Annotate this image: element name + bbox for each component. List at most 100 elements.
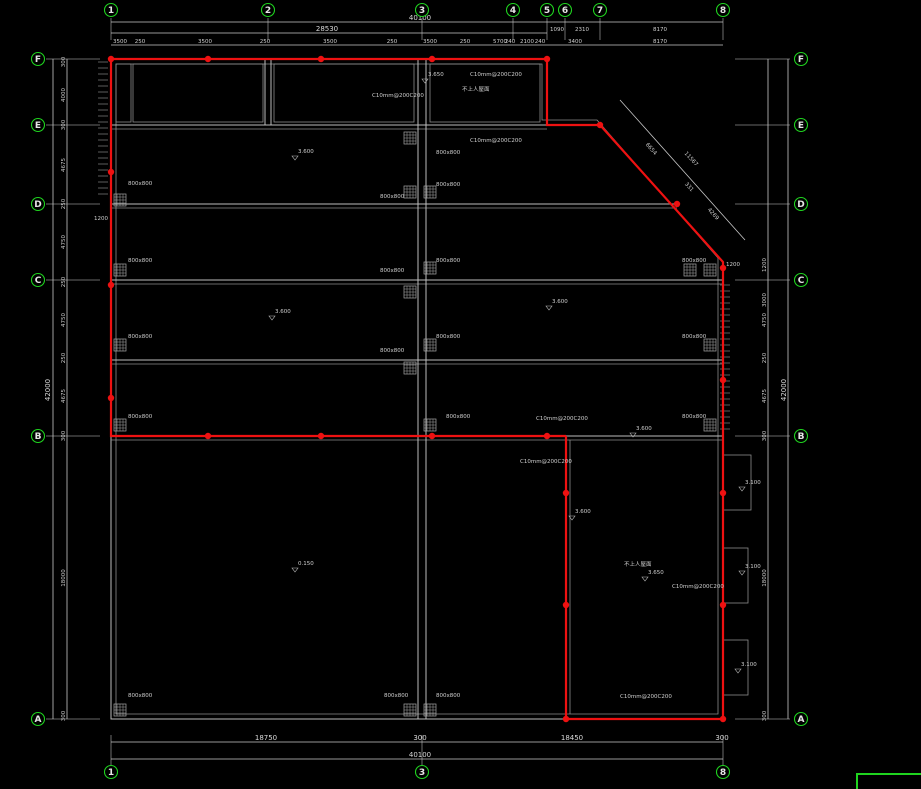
dim-top-row1: 2100 (520, 39, 534, 45)
grid-bubble-label: 2 (265, 6, 271, 16)
facade-bay (722, 547, 749, 604)
grid-bubble-label: B (35, 432, 42, 442)
column-size-label: 800x800 (128, 181, 153, 187)
elevation-triangle (738, 570, 746, 576)
elevation-triangle (568, 515, 576, 521)
column-hatch (703, 418, 717, 432)
red-node (107, 394, 115, 402)
grid-bubble-bottom-1: 1 (103, 764, 119, 780)
red-node (719, 376, 727, 384)
grid-bubble-circle (793, 272, 809, 288)
grid-bubble-circle (30, 711, 46, 727)
dim-bottom-seg: 18750 (255, 734, 277, 742)
red-node (543, 55, 551, 63)
column-hatch (113, 338, 127, 352)
column-size-label: 800x800 (380, 268, 405, 274)
elevation-triangle (629, 432, 637, 438)
column-size-label: 800x800 (128, 693, 153, 699)
dim-right-overall: 42000 (780, 379, 788, 401)
elevation-triangle (291, 567, 299, 573)
grid-bubble-label: 5 (544, 6, 550, 16)
column-size-label: 800x800 (384, 693, 409, 699)
grid-bubble-label: D (34, 200, 41, 210)
red-node (317, 55, 325, 63)
red-node (204, 432, 212, 440)
elevation-triangle (268, 315, 276, 321)
dim-1200-left: 1200 (94, 216, 108, 222)
grid-bubble-label: 7 (597, 6, 603, 16)
grid-bubble-circle (539, 2, 555, 18)
grid-bubble-right-B: B (793, 428, 809, 444)
column-hatch (423, 185, 437, 199)
column-size-label: 800x800 (380, 348, 405, 354)
dim-left: 300 (61, 119, 67, 130)
dim-left: 4675 (61, 389, 67, 403)
dim-top-row2: 8170 (653, 27, 667, 33)
grid-bubble-top-8: 8 (715, 2, 731, 18)
dim-left: 300 (61, 430, 67, 441)
dim-top-row1: 240 (535, 39, 546, 45)
roof-label-b: 不上人屋面 (624, 560, 652, 568)
grid-bubble-top-1: 1 (103, 2, 119, 18)
grid-bubble-top-3: 3 (414, 2, 430, 18)
grid-bubble-circle (793, 51, 809, 67)
red-node (107, 168, 115, 176)
dim-diagonal: 11567 (683, 151, 700, 168)
grid-bubble-circle (557, 2, 573, 18)
dim-top-row1: 3500 (323, 39, 337, 45)
grid-bubble-label: 6 (562, 6, 568, 16)
elevation-label: 3.650 (648, 570, 664, 576)
red-node (543, 432, 551, 440)
dim-bottom-overall: 40100 (409, 751, 431, 759)
column-size-label: 800x800 (436, 334, 461, 340)
dim-right: 300 (762, 430, 768, 441)
grid-bubble-circle (30, 272, 46, 288)
red-node (204, 55, 212, 63)
grid-bubble-circle (793, 711, 809, 727)
grid-bubble-circle (793, 196, 809, 212)
grid-bubble-label: A (798, 715, 805, 725)
column-hatch (423, 418, 437, 432)
slab-rebar-label: C10mm@200C200 (536, 416, 588, 422)
grid-bubble-circle (592, 2, 608, 18)
grid-bubble-left-C: C (30, 272, 46, 288)
column-hatch (403, 185, 417, 199)
grid-bubble-top-2: 2 (260, 2, 276, 18)
grid-bubble-label: 3 (419, 768, 425, 778)
grid-bubble-right-D: D (793, 196, 809, 212)
grid-bubble-label: 1 (108, 768, 114, 778)
dim-bottom-seg: 300 (413, 734, 426, 742)
room-outline (132, 63, 264, 123)
dim-top-row1: 5700 (493, 39, 507, 45)
grid-bubble-label: D (797, 200, 804, 210)
grid-bubble-left-E: E (30, 117, 46, 133)
elevation-label: 3.600 (575, 509, 591, 515)
column-size-label: 800x800 (436, 258, 461, 264)
elevation-triangle (734, 668, 742, 674)
red-node (719, 264, 727, 272)
slab-rebar-label: C10mm@200C200 (372, 93, 424, 99)
slab-rebar-label: C10mm@200C200 (672, 584, 724, 590)
slab-rebar-label: C10mm@200C200 (520, 459, 572, 465)
elevation-label: 3.600 (275, 309, 291, 315)
dim-top-row1: 3500 (198, 39, 212, 45)
grid-bubble-left-A: A (30, 711, 46, 727)
grid-bubble-right-E: E (793, 117, 809, 133)
grid-bubble-bottom-8: 8 (715, 764, 731, 780)
elevation-triangle (421, 78, 429, 84)
column-hatch (703, 338, 717, 352)
room-outline (273, 63, 415, 123)
elevation-label: 3.650 (428, 72, 444, 78)
elevation-triangle (291, 155, 299, 161)
red-node (562, 601, 570, 609)
grid-bubble-label: E (798, 121, 804, 131)
red-node (428, 55, 436, 63)
red-node (107, 281, 115, 289)
column-size-label: 800x800 (128, 334, 153, 340)
dim-diagonal: 331 (683, 181, 694, 193)
column-hatch (703, 263, 717, 277)
elevation-label: 0.150 (298, 561, 314, 567)
column-hatch (403, 131, 417, 145)
dim-left: 4675 (61, 158, 67, 172)
grid-bubble-circle (793, 428, 809, 444)
